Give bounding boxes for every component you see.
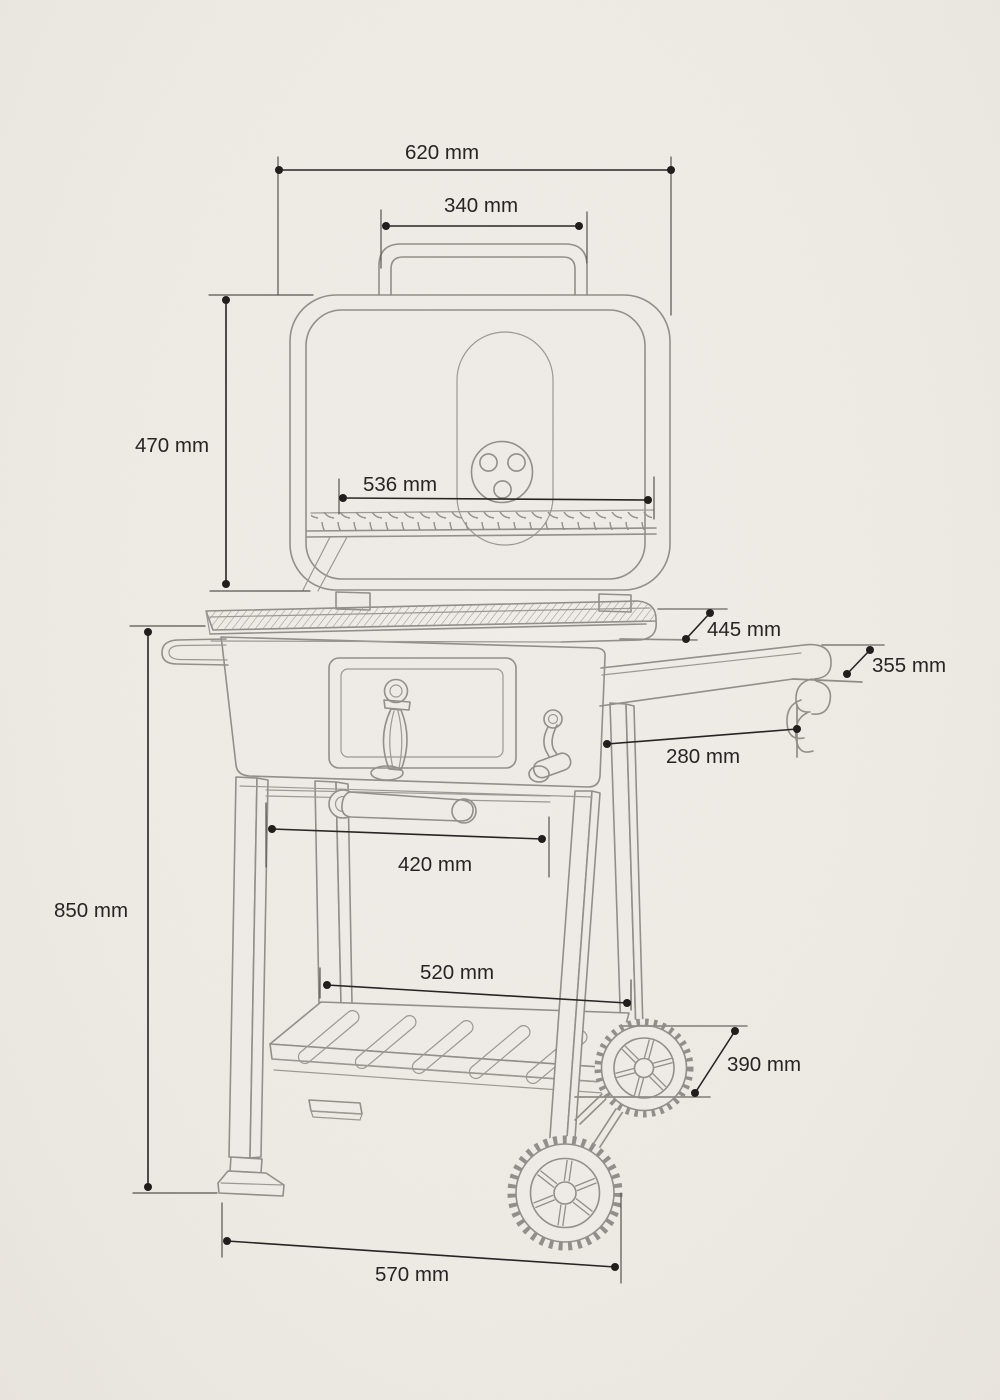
paper-texture (0, 0, 1000, 1400)
diagram-svg: 620 mm 340 mm 470 mm 536 mm 445 mm 355 m… (0, 0, 1000, 1400)
grill-dimension-diagram: 620 mm 340 mm 470 mm 536 mm 445 mm 355 m… (0, 0, 1000, 1400)
